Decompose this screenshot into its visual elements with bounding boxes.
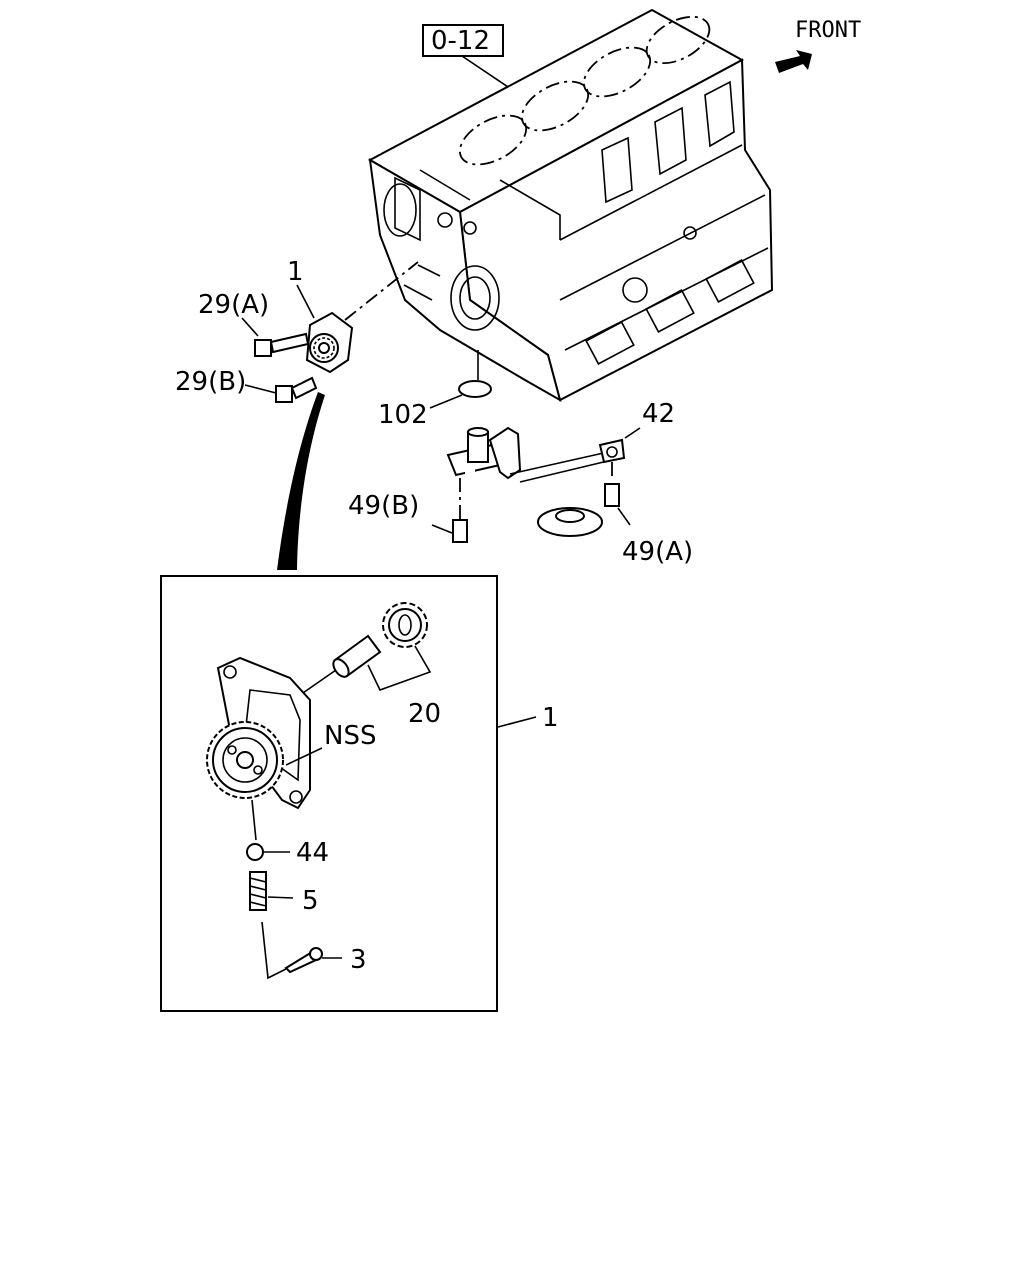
detail-callout-1: 1 xyxy=(542,703,559,733)
o-ring-102 xyxy=(429,350,492,409)
engine-block xyxy=(367,8,774,403)
detail-callout-5: 5 xyxy=(302,886,319,916)
spring-5 xyxy=(249,871,294,911)
small-gear xyxy=(382,602,428,648)
oil-pump-assembly xyxy=(296,261,419,374)
callout-49b: 49(B) xyxy=(348,491,419,521)
callout-29b: 29(B) xyxy=(175,367,246,397)
detail-callout-3: 3 xyxy=(350,945,367,975)
large-gear xyxy=(206,721,284,841)
detail-box xyxy=(160,575,537,1012)
detail-callout-20: 20 xyxy=(408,699,441,729)
pin-3 xyxy=(261,921,342,980)
detail-pointer xyxy=(277,392,325,570)
reference-box: 0-12 xyxy=(422,24,521,96)
oil-strainer xyxy=(431,426,641,543)
detail-callout-nss: NSS xyxy=(324,721,376,751)
callout-49a: 49(A) xyxy=(622,537,693,567)
shaft xyxy=(299,634,382,696)
bolt-29a xyxy=(241,317,310,357)
reference-label: 0-12 xyxy=(431,26,490,56)
ball-44 xyxy=(246,843,290,861)
detail-callout-44: 44 xyxy=(296,838,329,868)
callout-42: 42 xyxy=(642,399,675,429)
bolt-29b xyxy=(244,376,318,403)
arrow-front-icon xyxy=(775,50,812,73)
callout-29a: 29(A) xyxy=(198,290,269,320)
callout-102: 102 xyxy=(378,400,428,430)
callout-1: 1 xyxy=(287,257,304,287)
front-indicator: FRONT xyxy=(775,18,861,73)
front-label: FRONT xyxy=(795,18,861,43)
